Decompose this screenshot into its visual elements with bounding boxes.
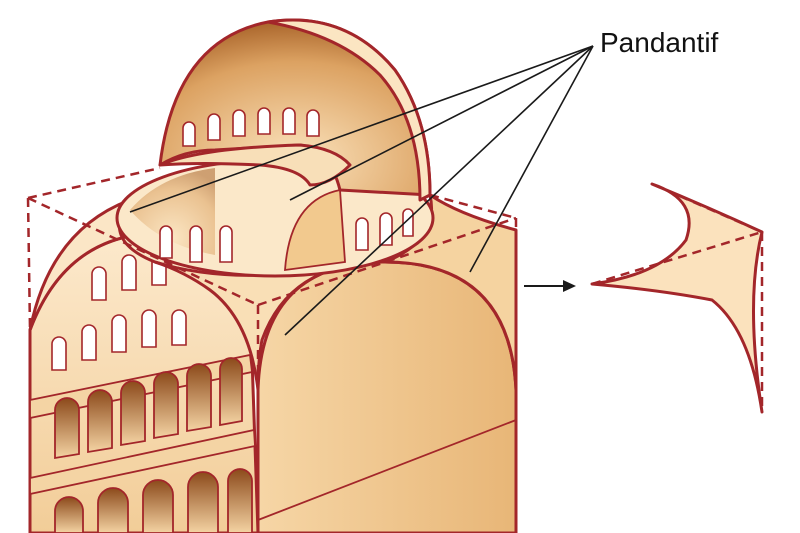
square-base-outline xyxy=(26,166,518,533)
pendentive-label: Pandantif xyxy=(600,27,719,58)
arrow-icon xyxy=(524,280,576,292)
side-wall xyxy=(28,233,260,533)
dome xyxy=(158,18,432,263)
front-arch xyxy=(256,260,518,533)
leader-lines xyxy=(129,45,594,336)
lower-arcade xyxy=(54,468,253,533)
dome-windows xyxy=(182,107,320,147)
isolated-pendentive xyxy=(590,182,764,414)
upper-arcade xyxy=(54,357,243,460)
drum-windows xyxy=(159,208,414,263)
